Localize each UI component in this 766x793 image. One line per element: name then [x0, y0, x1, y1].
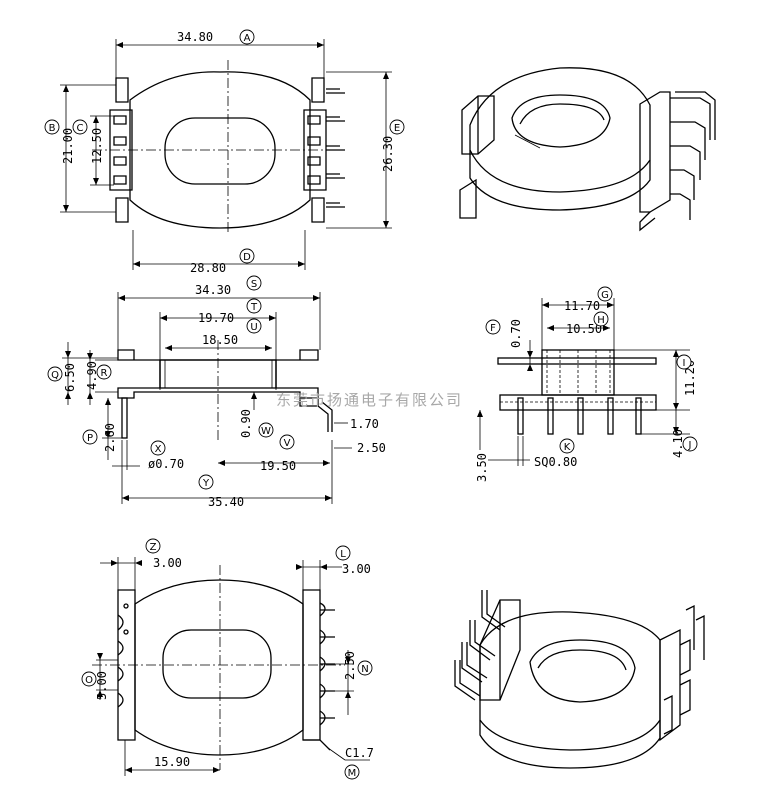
- dim-Y-value: 35.40: [208, 495, 244, 509]
- dim-L-value: 3.00: [342, 562, 371, 576]
- isometric-view-top: [459, 67, 716, 232]
- dim-A-value: 34.80: [177, 30, 213, 44]
- tag-L: L: [340, 549, 346, 560]
- tag-J: J: [688, 440, 692, 451]
- tag-R: R: [101, 368, 108, 379]
- dim-M-value: C1.7: [345, 746, 374, 760]
- tag-I: I: [683, 358, 686, 369]
- tag-E: E: [394, 123, 400, 134]
- side-view: 11.70 G 10.50 H 0.70 F: [475, 286, 698, 482]
- dim-C-value: 12.50: [90, 128, 104, 164]
- dim-B-value: 21.00: [61, 128, 75, 164]
- dim-K-value: SQ0.80: [534, 455, 577, 469]
- dim-N-value: 2.50: [343, 651, 357, 680]
- dim-Q-value: 6.50: [63, 363, 77, 392]
- dim-W2-value: 1.70: [350, 417, 379, 431]
- tag-O: O: [85, 675, 93, 686]
- tag-W: W: [261, 426, 271, 437]
- tag-Y: Y: [202, 478, 210, 489]
- dim-P-value: 2.60: [103, 423, 117, 452]
- dim-V2-value: 19.50: [260, 459, 296, 473]
- isometric-view-bottom: [454, 590, 705, 769]
- tag-G: G: [601, 290, 609, 301]
- dim-Z-value: 3.00: [153, 556, 182, 570]
- tag-B: B: [49, 123, 56, 134]
- tag-T: T: [250, 302, 258, 313]
- tag-Q: Q: [51, 370, 59, 381]
- dim-K2-value: 3.50: [475, 453, 489, 482]
- tag-X: X: [155, 444, 162, 455]
- tag-D: D: [243, 252, 251, 263]
- bottom-view: 3.00 Z 3.00 L 5.00 O: [81, 538, 374, 780]
- dim-R-value: 4.90: [85, 361, 99, 390]
- dim-G-value: 11.70: [564, 299, 600, 313]
- tag-K: K: [564, 442, 571, 453]
- tag-V: V: [284, 438, 291, 449]
- dim-E-value: 26.30: [381, 136, 395, 172]
- dim-V-value: 2.50: [357, 441, 386, 455]
- dim-O-value: 5.00: [95, 671, 109, 700]
- dim-T-value: 19.70: [198, 311, 234, 325]
- tag-A: A: [244, 33, 251, 44]
- tag-Z: Z: [150, 542, 157, 553]
- tag-S: S: [251, 279, 257, 290]
- tag-F: F: [490, 323, 496, 334]
- tag-P: P: [87, 433, 93, 444]
- tag-H: H: [597, 315, 605, 326]
- dim-J-value: 4.10: [671, 429, 685, 458]
- front-view: 34.30 S 19.70 T 18.50 U: [47, 275, 386, 509]
- dim-H-value: 10.50: [566, 322, 602, 336]
- dim-S-value: 34.30: [195, 283, 231, 297]
- tag-C: C: [77, 123, 84, 134]
- dim-F-value: 0.70: [509, 319, 523, 348]
- tag-M: M: [348, 768, 357, 779]
- dim-X-value: ø0.70: [148, 457, 184, 471]
- top-view: 34.80 A 21.00 B: [44, 29, 405, 275]
- dim-D-value: 28.80: [190, 261, 226, 275]
- dim-W-value: 0.90: [239, 409, 253, 438]
- tag-U: U: [250, 322, 257, 333]
- tag-N: N: [361, 664, 368, 675]
- dim-15-value: 15.90: [154, 755, 190, 769]
- watermark-text: 东莞市扬通电子有限公司: [276, 391, 463, 409]
- dim-U-value: 18.50: [202, 333, 238, 347]
